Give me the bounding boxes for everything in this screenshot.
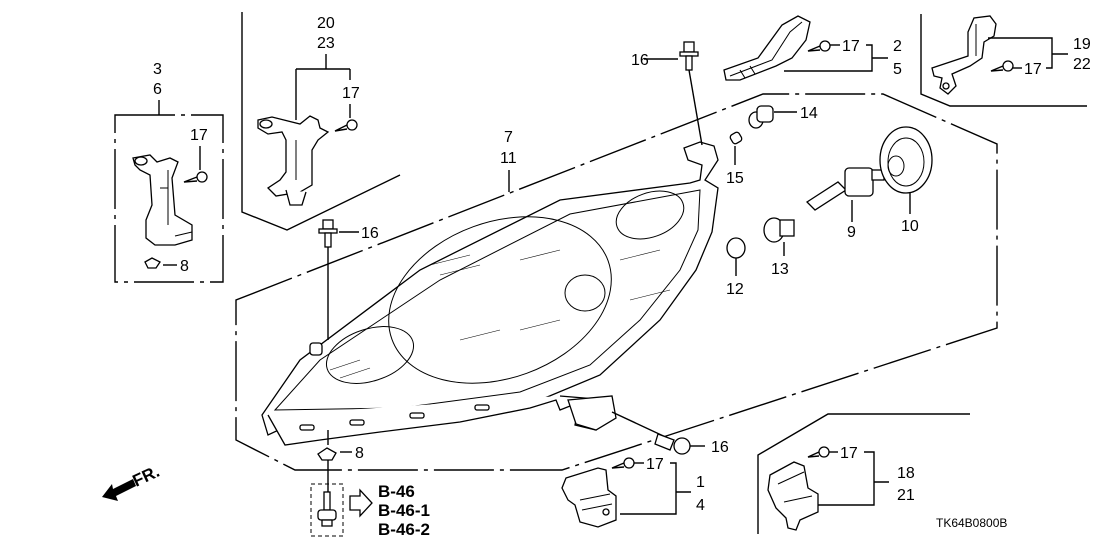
group-1-4: 17 1 4 xyxy=(561,456,705,528)
callout-17[interactable]: 17 xyxy=(342,85,360,102)
dust-cover-10: 10 xyxy=(879,126,933,235)
group-19-22: 17 19 22 xyxy=(920,14,1091,107)
front-arrow-icon xyxy=(102,479,136,501)
group-20-23: 20 23 17 xyxy=(241,12,401,231)
bulb-12: 12 xyxy=(726,237,746,298)
bulb-9: 9 xyxy=(805,167,885,241)
callout-16[interactable]: 16 xyxy=(361,225,379,242)
socket-14: 14 xyxy=(748,105,818,129)
group-3-6: 3 6 17 8 xyxy=(114,61,224,283)
callout-2[interactable]: 2 xyxy=(893,38,902,55)
callout-6[interactable]: 6 xyxy=(153,81,162,98)
callout-20[interactable]: 20 xyxy=(317,15,335,32)
bolt-16-lower: 16 xyxy=(611,411,729,456)
callout-3[interactable]: 3 xyxy=(153,61,162,78)
callout-23[interactable]: 23 xyxy=(317,35,335,52)
reference-b46-1[interactable]: B-46-1 xyxy=(378,501,430,520)
callout-16[interactable]: 16 xyxy=(631,52,649,69)
reference-b46[interactable]: B-46 xyxy=(378,482,415,501)
screw-icon xyxy=(807,446,830,458)
callout-16[interactable]: 16 xyxy=(711,439,729,456)
diagram-code: TK64B0800B xyxy=(936,516,1007,530)
callout-11[interactable]: 11 xyxy=(500,150,517,167)
headlight-bracket-20 xyxy=(257,115,330,206)
reference-bolt-group: B-46 B-46-1 B-46-2 xyxy=(310,482,430,539)
headlight-assembly xyxy=(261,141,719,446)
headlight-bracket-19 xyxy=(931,15,997,95)
callout-8[interactable]: 8 xyxy=(355,445,364,462)
callout-9[interactable]: 9 xyxy=(847,224,856,241)
group-2-5: 17 2 5 xyxy=(723,15,902,81)
callout-19[interactable]: 19 xyxy=(1073,36,1091,53)
bolt-16-left: 16 xyxy=(318,219,379,340)
callout-22[interactable]: 22 xyxy=(1073,56,1091,73)
clip-nut-8: 8 xyxy=(317,430,364,492)
callout-17[interactable]: 17 xyxy=(646,456,664,473)
callout-13[interactable]: 13 xyxy=(771,261,789,278)
callout-1[interactable]: 1 xyxy=(696,474,705,491)
group-frame xyxy=(114,114,224,283)
headlight-bracket-1 xyxy=(561,467,617,528)
callout-18[interactable]: 18 xyxy=(897,465,915,482)
callout-10[interactable]: 10 xyxy=(901,218,919,235)
callout-12[interactable]: 12 xyxy=(726,281,744,298)
assembly-frame xyxy=(235,93,998,471)
clip-nut-icon xyxy=(144,257,161,269)
headlight-bracket-3 xyxy=(132,154,193,246)
screw-icon xyxy=(183,171,208,183)
socket-13: 13 xyxy=(763,217,795,278)
callout-14[interactable]: 14 xyxy=(800,105,818,122)
callout-17[interactable]: 17 xyxy=(1024,61,1042,78)
callout-17[interactable]: 17 xyxy=(840,445,858,462)
group-frame-18-21 xyxy=(757,413,970,534)
bulb-15: 15 xyxy=(726,131,744,187)
callout-7[interactable]: 7 xyxy=(504,129,513,146)
headlight-bracket-2 xyxy=(723,15,811,81)
headlight-bracket-18 xyxy=(767,461,819,531)
screw-icon xyxy=(334,119,358,132)
reference-b46-2[interactable]: B-46-2 xyxy=(378,520,430,539)
callout-5[interactable]: 5 xyxy=(893,61,902,78)
callout-17[interactable]: 17 xyxy=(842,38,860,55)
screw-icon xyxy=(990,60,1014,72)
callout-17[interactable]: 17 xyxy=(190,127,208,144)
callout-8[interactable]: 8 xyxy=(180,258,189,275)
screw-icon xyxy=(807,40,831,52)
callout-15[interactable]: 15 xyxy=(726,170,744,187)
screw-icon xyxy=(611,457,635,469)
bolt-16-top: 16 xyxy=(631,41,703,146)
reference-box xyxy=(310,483,344,537)
group-18-21: 17 18 21 xyxy=(767,445,915,531)
front-direction-indicator: FR. xyxy=(102,462,163,501)
callout-4[interactable]: 4 xyxy=(696,497,705,514)
callout-21[interactable]: 21 xyxy=(897,487,915,504)
arrow-right-icon xyxy=(349,488,373,518)
